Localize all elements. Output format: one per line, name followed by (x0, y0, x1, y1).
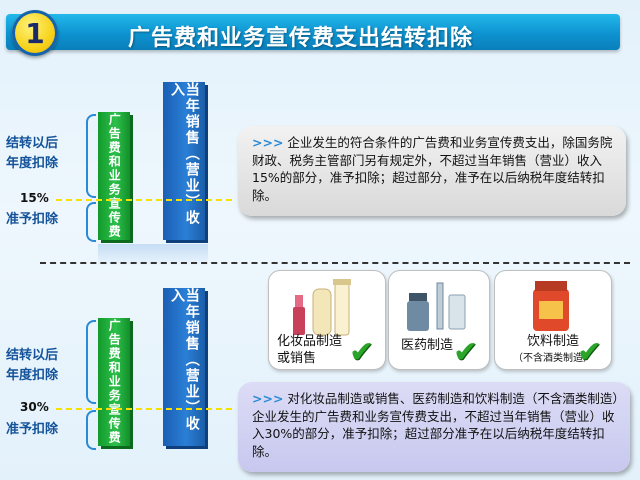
deduct-brace (86, 410, 96, 450)
industry-label: 化妆品制造 或销售 (277, 334, 343, 366)
expense-bar-label: 广告费和业务宣传费 (107, 319, 122, 445)
description-box: >>> 对化妆品制造或销售、医药制造和饮料制造（不含酒类制造）企业发生的广告费和… (238, 382, 630, 472)
industry-card-cosmetics: 化妆品制造 或销售 ✔ (268, 270, 386, 370)
carry-forward-brace (86, 114, 96, 198)
bar-reflection (98, 244, 208, 266)
industry-label: 医药制造 (401, 338, 454, 353)
deduct-label: 准予扣除 (6, 422, 59, 437)
limit-line (56, 199, 232, 201)
header-bar (6, 14, 620, 50)
limit-line (56, 408, 232, 410)
section-number-badge: 1 (12, 10, 58, 56)
deduct-label: 准予扣除 (6, 212, 59, 227)
beverage-icon (533, 281, 569, 331)
expense-bar-label: 广告费和业务宣传费 (107, 113, 122, 239)
industry-label: 饮料制造 （不含酒类制造） (513, 334, 593, 364)
check-icon: ✔ (577, 335, 603, 370)
revenue-bar: 当年销售（营业）收入 (163, 288, 205, 446)
arrow-marker-icon: >>> (252, 391, 284, 406)
expense-bar: 广告费和业务宣传费 (98, 112, 130, 240)
arrow-marker-icon: >>> (252, 135, 284, 150)
cosmetics-icon (293, 279, 351, 336)
carry-forward-brace (86, 320, 96, 404)
description-text: 企业发生的符合条件的广告费和业务宣传费支出，除国务院财政、税务主管部门另有规定外… (252, 135, 613, 203)
check-icon: ✔ (453, 335, 479, 370)
carry-forward-label: 结转以后 年度扣除 (6, 136, 59, 171)
revenue-bar-label: 当年销售（营业）收入 (169, 288, 200, 432)
deduct-brace (86, 202, 96, 242)
carry-forward-label: 结转以后 年度扣除 (6, 348, 59, 383)
limit-percent-label: 15% (20, 191, 49, 205)
revenue-bar-label: 当年销售（营业）收入 (169, 82, 200, 226)
expense-bar: 广告费和业务宣传费 (98, 318, 130, 446)
section-divider (40, 262, 630, 264)
description-box: >>> 企业发生的符合条件的广告费和业务宣传费支出，除国务院财政、税务主管部门另… (238, 126, 626, 216)
check-icon: ✔ (349, 335, 375, 370)
medicine-icon (407, 282, 466, 331)
limit-percent-label: 30% (20, 400, 49, 414)
header: 1 广告费和业务宣传费支出结转扣除 (0, 10, 640, 58)
page-title: 广告费和业务宣传费支出结转扣除 (128, 26, 474, 51)
industry-card-medicine: 医药制造 ✔ (388, 270, 490, 370)
description-text: 对化妆品制造或销售、医药制造和饮料制造（不含酒类制造）企业发生的广告费和业务宣传… (252, 391, 619, 459)
industry-card-beverage: 饮料制造 （不含酒类制造） ✔ (494, 270, 612, 370)
revenue-bar: 当年销售（营业）收入 (163, 82, 205, 240)
